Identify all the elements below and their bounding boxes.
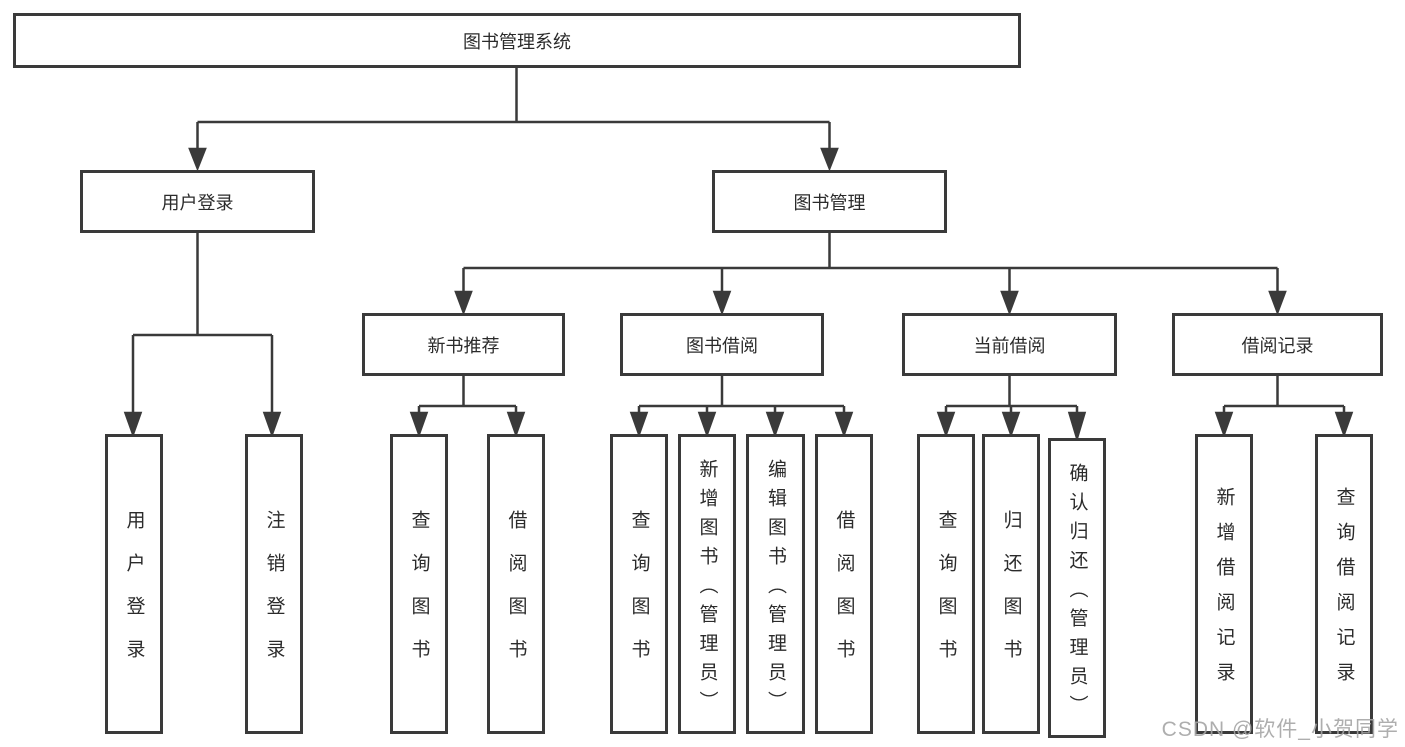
leaf-logout: 注销登录: [245, 434, 303, 734]
leaf-query-books-3: 查询图书: [917, 434, 975, 734]
node-label: 借阅记录: [1241, 335, 1314, 356]
connector-newbooks-to-leaves: [409, 375, 526, 438]
leaf-edit-books-admin: 编辑图书（管理员）: [746, 434, 805, 734]
leaf-query-borrow-record: 查询借阅记录: [1315, 434, 1373, 734]
leaf-label: 确认归还（管理员）: [1066, 462, 1088, 724]
node-label: 新书推荐: [427, 335, 500, 356]
leaf-label: 归还图书: [1000, 510, 1022, 682]
node-book-management: 图书管理: [712, 170, 947, 233]
node-label: 图书管理系统: [463, 31, 571, 52]
connector-bookmgmt-to-level3: [454, 232, 1287, 316]
connector-current-to-leaves: [936, 375, 1087, 443]
leaf-add-borrow-record: 新增借阅记录: [1195, 434, 1253, 734]
leaf-return-books: 归还图书: [982, 434, 1040, 734]
connector-root-to-level2: [188, 67, 839, 172]
connector-records-to-leaves: [1214, 375, 1354, 438]
leaf-add-books-admin: 新增图书（管理员）: [678, 434, 736, 734]
node-new-book-recommend: 新书推荐: [362, 313, 565, 376]
node-library-management-system: 图书管理系统: [13, 13, 1021, 68]
node-user-login: 用户登录: [80, 170, 315, 233]
leaf-label: 借阅图书: [833, 510, 855, 682]
leaf-label: 查询图书: [935, 510, 957, 682]
node-borrow-records: 借阅记录: [1172, 313, 1383, 376]
leaf-label: 借阅图书: [505, 510, 527, 682]
node-label: 图书借阅: [686, 335, 758, 356]
leaf-confirm-return-admin: 确认归还（管理员）: [1048, 438, 1106, 738]
leaf-label: 新增借阅记录: [1213, 487, 1235, 697]
node-label: 用户登录: [161, 192, 234, 213]
leaf-label: 查询图书: [408, 510, 430, 682]
leaf-label: 新增图书（管理员）: [696, 458, 718, 720]
leaf-label: 查询图书: [628, 510, 650, 682]
connector-userlogin-to-leaves: [123, 232, 282, 438]
leaf-label: 注销登录: [263, 510, 285, 682]
leaf-user-login: 用户登录: [105, 434, 163, 734]
node-label: 当前借阅: [973, 335, 1046, 356]
leaf-label: 查询借阅记录: [1333, 487, 1355, 697]
leaf-label: 用户登录: [123, 510, 145, 682]
node-current-borrowing: 当前借阅: [902, 313, 1117, 376]
connector-borrowing-to-leaves: [629, 375, 854, 438]
leaf-query-books-1: 查询图书: [390, 434, 448, 734]
leaf-query-books-2: 查询图书: [610, 434, 668, 734]
leaf-borrow-books-1: 借阅图书: [487, 434, 545, 734]
leaf-label: 编辑图书（管理员）: [765, 458, 786, 720]
node-book-borrowing: 图书借阅: [620, 313, 824, 376]
node-label: 图书管理: [793, 192, 866, 213]
leaf-borrow-books-2: 借阅图书: [815, 434, 873, 734]
